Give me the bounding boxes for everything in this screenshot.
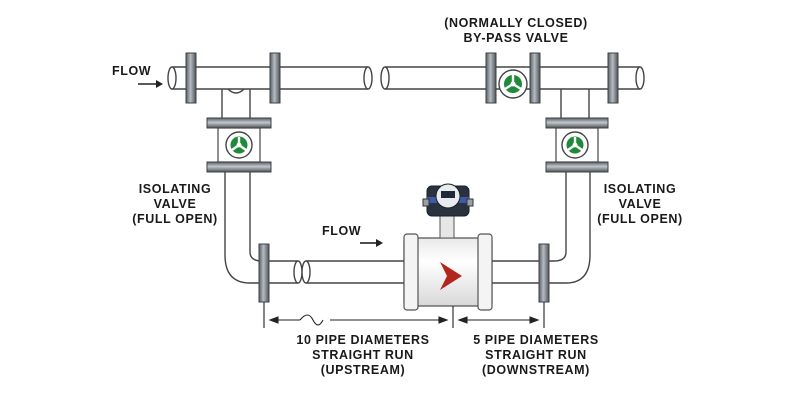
isolating-right-line2: VALVE <box>618 197 662 211</box>
flow-arrow-bottom-icon <box>360 239 383 247</box>
downstream-line2: STRAIGHT RUN <box>485 348 587 362</box>
dimension-upstream <box>263 302 454 328</box>
upstream-line2: STRAIGHT RUN <box>312 348 414 362</box>
isolating-valve-left-label: ISOLATING VALVE (FULL OPEN) <box>120 182 230 227</box>
flange-bypass-right <box>529 52 541 104</box>
bypass-valve-icon <box>498 69 528 99</box>
dimension-downstream <box>457 302 545 328</box>
isolating-valve-right-label: ISOLATING VALVE (FULL OPEN) <box>585 182 695 227</box>
isolating-right-line1: ISOLATING <box>603 182 677 196</box>
left-isolating-valve-icon <box>206 117 272 173</box>
bypass-valve-label: (NORMALLY CLOSED) BY-PASS VALVE <box>418 16 614 46</box>
top-flanges <box>185 52 619 104</box>
bypass-valve-label-line2: BY-PASS VALVE <box>463 31 569 45</box>
flange-bypass-left <box>485 52 497 104</box>
isolating-left-line3: (FULL OPEN) <box>132 212 218 226</box>
isolating-left-line2: VALVE <box>153 197 197 211</box>
bypass-valve-label-line1: (NORMALLY CLOSED) <box>444 16 588 30</box>
upstream-line1: 10 PIPE DIAMETERS <box>296 333 430 347</box>
top-pipe-line <box>167 66 645 90</box>
right-isolating-valve-icon <box>545 117 609 173</box>
flange-bottom-left <box>258 243 270 303</box>
downstream-label: 5 PIPE DIAMETERS STRAIGHT RUN (DOWNSTREA… <box>456 333 616 378</box>
upstream-pipe <box>301 260 410 284</box>
flowmeter-icon <box>403 183 493 311</box>
right-downleg-pipe <box>490 172 591 284</box>
upstream-label: 10 PIPE DIAMETERS STRAIGHT RUN (UPSTREAM… <box>278 333 448 378</box>
upstream-line3: (UPSTREAM) <box>320 363 406 377</box>
flow-label-bottom: FLOW <box>322 224 362 238</box>
flow-arrow-top-icon <box>138 80 163 88</box>
isolating-right-line3: (FULL OPEN) <box>597 212 683 226</box>
flange-bottom-right <box>538 243 550 303</box>
right-tee <box>560 89 590 118</box>
flange-top-right-1 <box>607 52 619 104</box>
left-tee <box>221 88 251 118</box>
flange-top-left-2 <box>269 52 281 104</box>
flow-direction-arrow-icon <box>440 262 462 290</box>
downstream-line1: 5 PIPE DIAMETERS <box>473 333 599 347</box>
downstream-line3: (DOWNSTREAM) <box>482 363 590 377</box>
isolating-left-line1: ISOLATING <box>138 182 212 196</box>
flange-top-left-1 <box>185 52 197 104</box>
flow-label-top: FLOW <box>112 64 152 78</box>
